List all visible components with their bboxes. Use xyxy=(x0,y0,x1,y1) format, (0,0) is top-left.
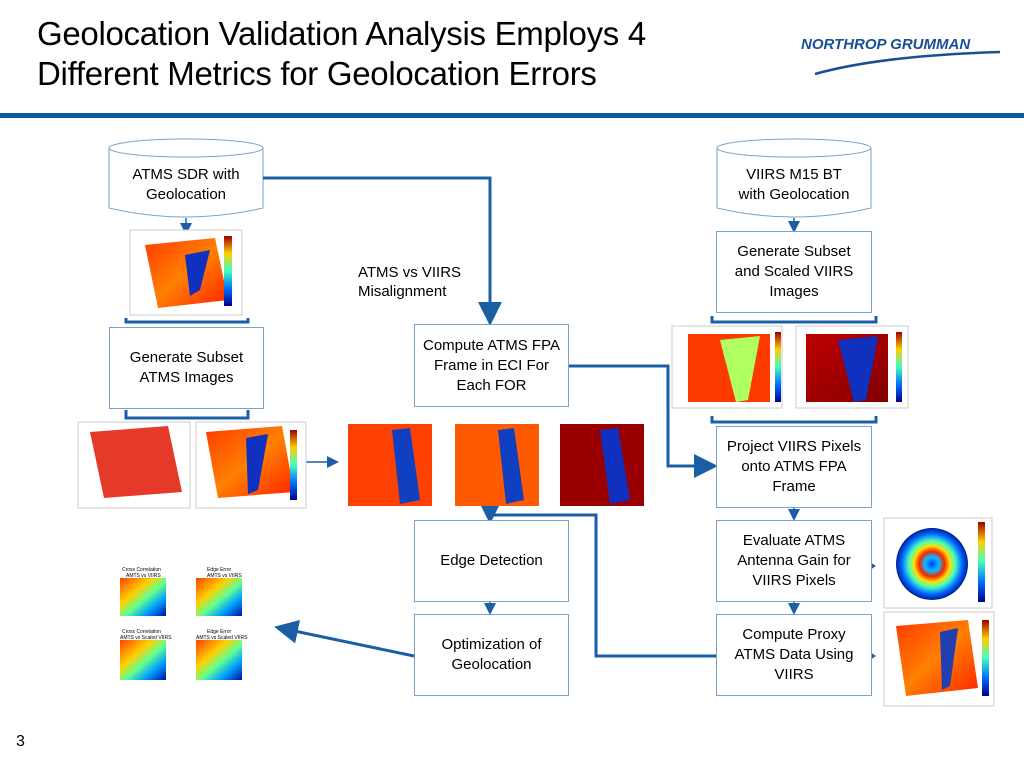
slide-title: Geolocation Validation Analysis Employs … xyxy=(37,14,646,94)
proxy-thumbnail xyxy=(883,611,995,707)
header-rule xyxy=(0,113,1024,118)
arrow-fpa-to-project xyxy=(568,364,718,478)
misalignment-annotation: ATMS vs VIIRS Misalignment xyxy=(358,263,461,301)
box-compute-fpa: Compute ATMS FPA Frame in ECI For Each F… xyxy=(414,324,569,407)
box-generate-subset-atms: Generate Subset ATMS Images xyxy=(109,327,264,409)
atms-map-thumbnail xyxy=(129,229,243,316)
metric-cc2-label: Cross Correlation xyxy=(122,629,161,635)
box-compute-proxy: Compute Proxy ATMS Data Using VIIRS xyxy=(716,614,872,696)
brace-atms-subset xyxy=(124,410,250,420)
atms-sdr-cylinder xyxy=(108,138,264,218)
metric-ee1-label: Edge Error xyxy=(207,567,232,573)
metric-ee2-sub: AMTS vs Scaled VIIRS xyxy=(196,635,248,641)
metric-thumbnails: Cross Correlation AMTS vs VIIRS Edge Err… xyxy=(120,567,248,680)
title-line-1: Geolocation Validation Analysis Employs … xyxy=(37,15,646,52)
atms-sdr-line-1: ATMS SDR with xyxy=(132,166,240,183)
metric-ee1-sub: AMTS vs VIIRS xyxy=(207,573,242,579)
page-number: 3 xyxy=(16,733,25,750)
viirs-bt-cylinder xyxy=(716,138,872,218)
metric-cc1-sub: AMTS vs VIIRS xyxy=(126,573,161,579)
box-edge-detection: Edge Detection xyxy=(414,520,569,602)
atms-subset-thumbnails xyxy=(77,421,307,509)
arrow-opt-to-metrics xyxy=(274,619,415,658)
edge-images xyxy=(348,424,644,506)
viirs-bt-line-1: VIIRS M15 BT xyxy=(746,166,842,183)
logo-text: NORTHROP GRUMMAN xyxy=(801,36,971,53)
box-optimization: Optimization of Geolocation xyxy=(414,614,569,696)
box-evaluate-gain: Evaluate ATMS Antenna Gain for VIIRS Pix… xyxy=(716,520,872,602)
metric-cc2-sub: AMTS vs Scaled VIIRS xyxy=(120,635,172,641)
brace-atms-top xyxy=(124,318,250,324)
brace-viirs-top xyxy=(710,316,878,324)
viirs-bt-line-2: with Geolocation xyxy=(738,186,850,203)
viirs-scaled-thumbnails xyxy=(671,325,909,409)
annotation-line-2: Misalignment xyxy=(358,283,447,300)
arrow-proxy-to-edge xyxy=(478,500,716,658)
antenna-gain-thumbnail xyxy=(883,517,993,609)
box-project-viirs: Project VIIRS Pixels onto ATMS FPA Frame xyxy=(716,426,872,508)
atms-sdr-label: ATMS SDR with Geolocation xyxy=(109,165,263,205)
metric-ee2-label: Edge Error xyxy=(207,629,232,635)
box-generate-subset-viirs: Generate Subset and Scaled VIIRS Images xyxy=(716,231,872,313)
annotation-line-1: ATMS vs VIIRS xyxy=(358,264,462,281)
metric-cc1-label: Cross Correlation xyxy=(122,567,161,573)
northrop-grumman-logo: NORTHROP GRUMMAN xyxy=(801,36,1001,76)
atms-sdr-line-2: Geolocation xyxy=(145,186,227,203)
brace-viirs-images xyxy=(710,416,878,424)
arrow-sdr-to-fpa xyxy=(263,176,502,326)
viirs-bt-label: VIIRS M15 BT with Geolocation xyxy=(717,165,871,205)
title-line-2: Different Metrics for Geolocation Errors xyxy=(37,55,597,92)
